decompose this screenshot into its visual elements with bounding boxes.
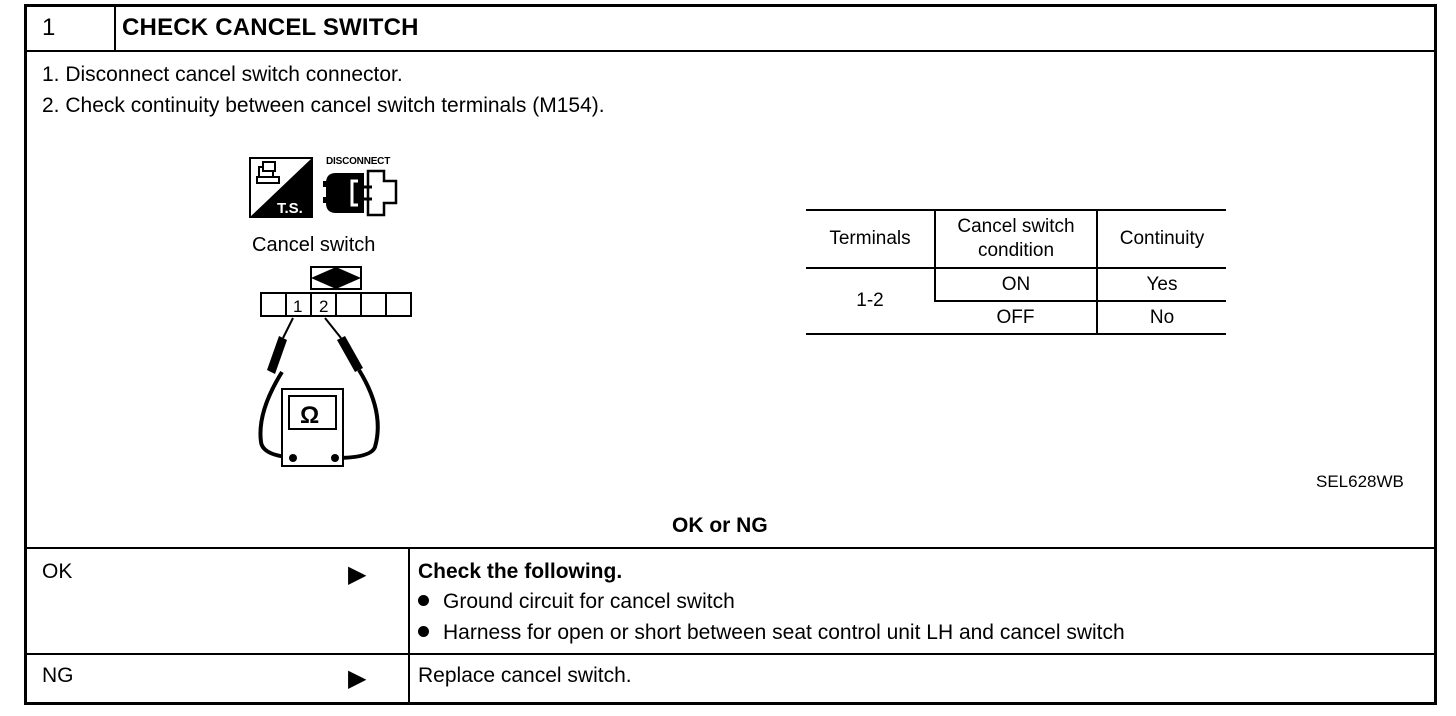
terminals-cell: 1-2 [806, 267, 935, 335]
ok-item-1-text: Ground circuit for cancel switch [443, 590, 735, 613]
continuity-cell: Yes [1096, 267, 1226, 302]
condition-cell: OFF [935, 300, 1097, 335]
disconnect-label: DISCONNECT [326, 156, 391, 167]
header-number-divider [114, 4, 116, 51]
step-number: 1 [42, 14, 56, 41]
condition-cell: ON [934, 267, 1097, 302]
decision-heading: OK or NG [672, 514, 768, 537]
ng-text: Replace cancel switch. [418, 664, 632, 687]
ok-item-2-text: Harness for open or short between seat c… [443, 621, 1125, 644]
bullet-icon [418, 625, 429, 637]
ok-item-2: Harness for open or short between seat c… [418, 621, 1125, 645]
connector-diagram: 1 2 Ω [258, 266, 412, 467]
header-condition: Cancel switch condition [934, 209, 1097, 269]
table-header-row: Terminals Cancel switch condition Contin… [806, 209, 1226, 269]
ohm-symbol: Ω [300, 402, 319, 429]
header-divider [24, 50, 1434, 52]
ok-ng-divider [24, 653, 1434, 655]
ok-label: OK [42, 560, 73, 583]
continuity-cell: No [1096, 300, 1226, 335]
ng-label: NG [42, 664, 74, 687]
bullet-icon [418, 594, 429, 606]
ok-heading: Check the following. [418, 560, 623, 583]
disconnect-connector-icon [323, 169, 398, 217]
header-continuity: Continuity [1096, 209, 1226, 269]
table-row: 1-2 ON Yes [806, 267, 1226, 335]
ts-label: T.S. [277, 200, 303, 217]
results-divider [24, 547, 1434, 549]
header-terminals: Terminals [806, 209, 935, 269]
terminal-1-label: 1 [293, 297, 302, 316]
cancel-switch-label: Cancel switch [252, 234, 376, 256]
results-column-divider [408, 547, 410, 702]
figure-code: SEL628WB [1316, 472, 1404, 491]
ok-item-1: Ground circuit for cancel switch [418, 590, 735, 614]
continuity-table: Terminals Cancel switch condition Contin… [806, 209, 1226, 335]
terminal-2-label: 2 [319, 297, 328, 316]
ng-arrow-icon: ▶ [348, 665, 367, 692]
ok-arrow-icon: ▶ [348, 561, 367, 588]
step-title: CHECK CANCEL SWITCH [122, 14, 419, 41]
instruction-1: 1. Disconnect cancel switch connector. [42, 63, 403, 86]
instruction-2: 2. Check continuity between cancel switc… [42, 94, 605, 117]
tools-icon: T.S. [249, 157, 313, 218]
table-row: OFF No [806, 300, 1226, 335]
procedure-frame [24, 4, 1437, 705]
